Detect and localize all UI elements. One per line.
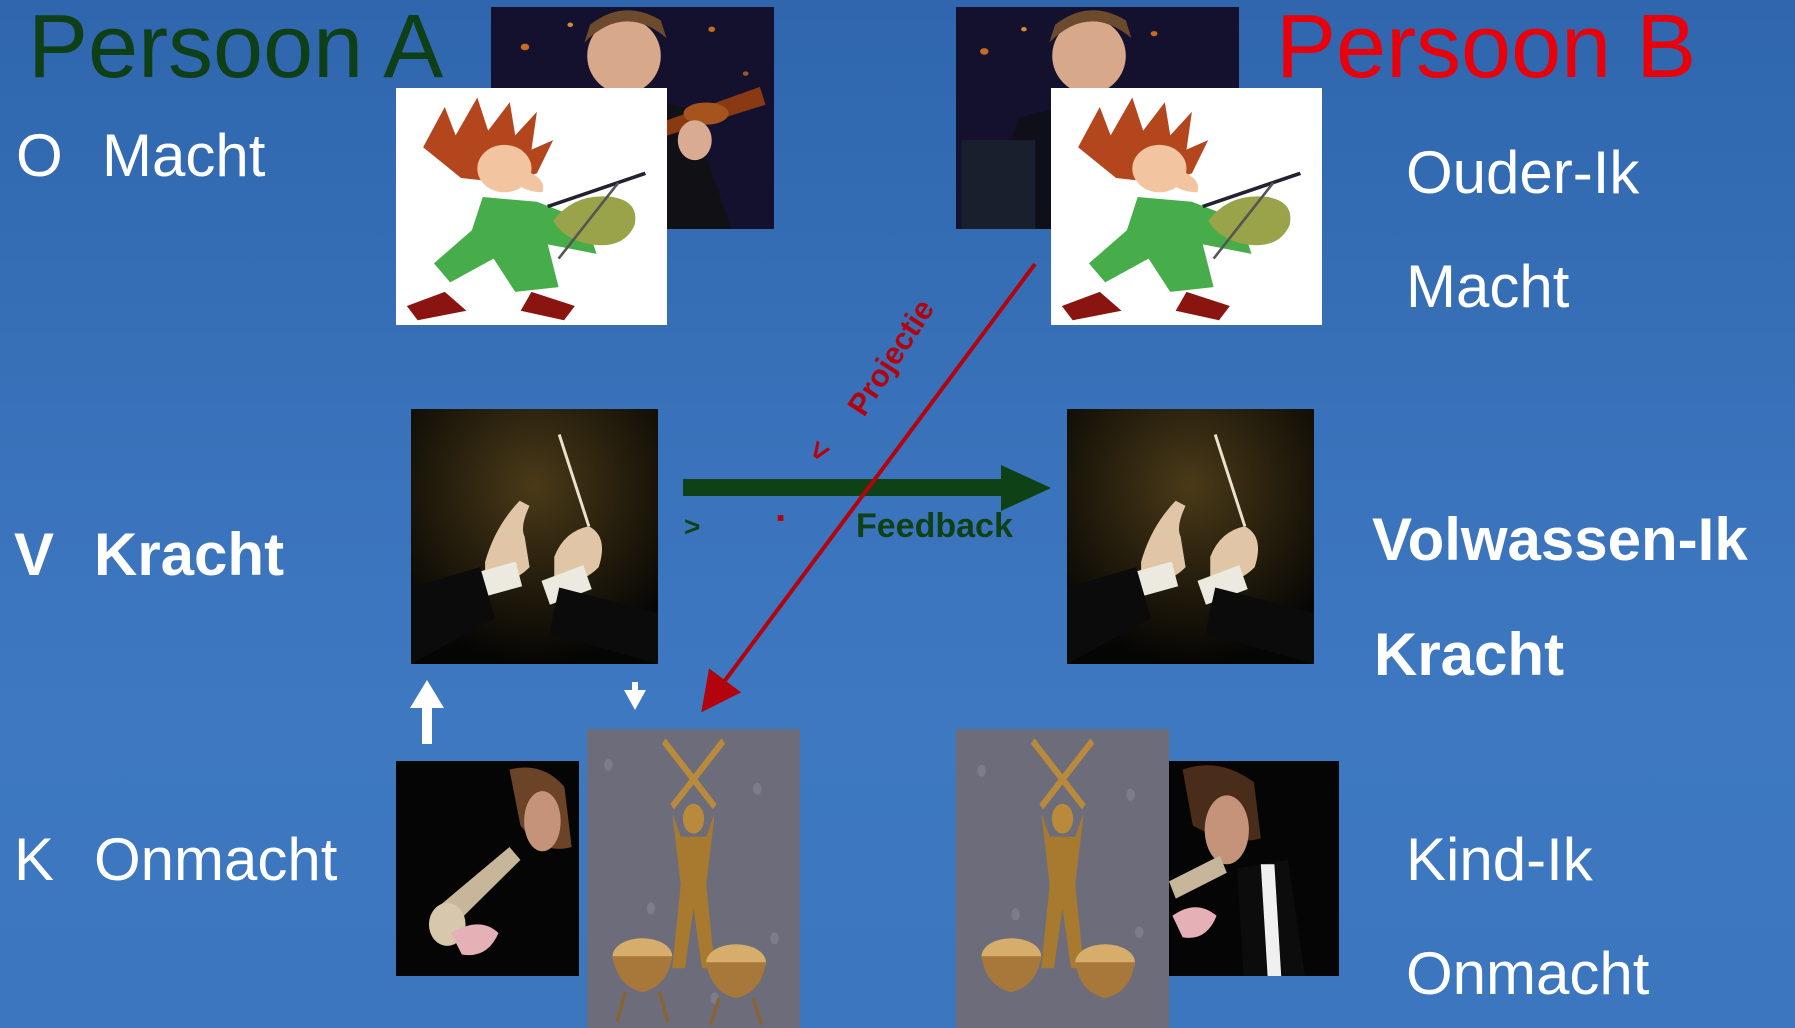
conductor-hands-b — [1067, 409, 1314, 664]
feedback-label: Feedback — [856, 507, 1013, 545]
ouder-ik-label: Ouder-Ik — [1406, 139, 1640, 206]
feedback-marker: > — [684, 511, 700, 542]
ouder-ik-macht-label: Macht — [1406, 253, 1570, 320]
kind-ik-onmacht-label: Onmacht — [1406, 940, 1650, 1007]
cartoon-violinist-a — [396, 88, 667, 325]
persoon-a-title: Persoon A — [28, 0, 444, 97]
row-k-letter: K — [14, 826, 55, 893]
drummer-statue-a — [587, 729, 800, 1028]
trumpet-player-b — [1169, 761, 1339, 976]
projectie-label: Projectie — [841, 293, 942, 422]
kind-ik-label: Kind-Ik — [1406, 826, 1593, 893]
drummer-statue-b — [956, 729, 1169, 1028]
projectie-arrow — [701, 262, 1037, 713]
projectie-dot: . — [775, 486, 786, 530]
cartoon-violinist-b — [1051, 88, 1322, 325]
volwassen-ik-label: Volwassen-Ik — [1372, 506, 1748, 573]
row-v-label: Kracht — [94, 521, 285, 588]
up-arrow-icon — [410, 680, 444, 744]
trumpet-player-a — [396, 761, 579, 976]
projectie-marker: < — [801, 435, 838, 468]
row-k-label: Onmacht — [94, 826, 338, 893]
volwassen-ik-kracht-label: Kracht — [1374, 621, 1565, 688]
row-o-label: Macht — [102, 122, 266, 189]
persoon-b-title: Persoon B — [1276, 0, 1697, 97]
down-arrow-icon — [624, 682, 646, 710]
row-o-letter: O — [16, 122, 63, 189]
feedback-arrow — [683, 465, 1051, 511]
row-v-letter: V — [14, 521, 55, 588]
conductor-hands-a — [411, 409, 658, 664]
